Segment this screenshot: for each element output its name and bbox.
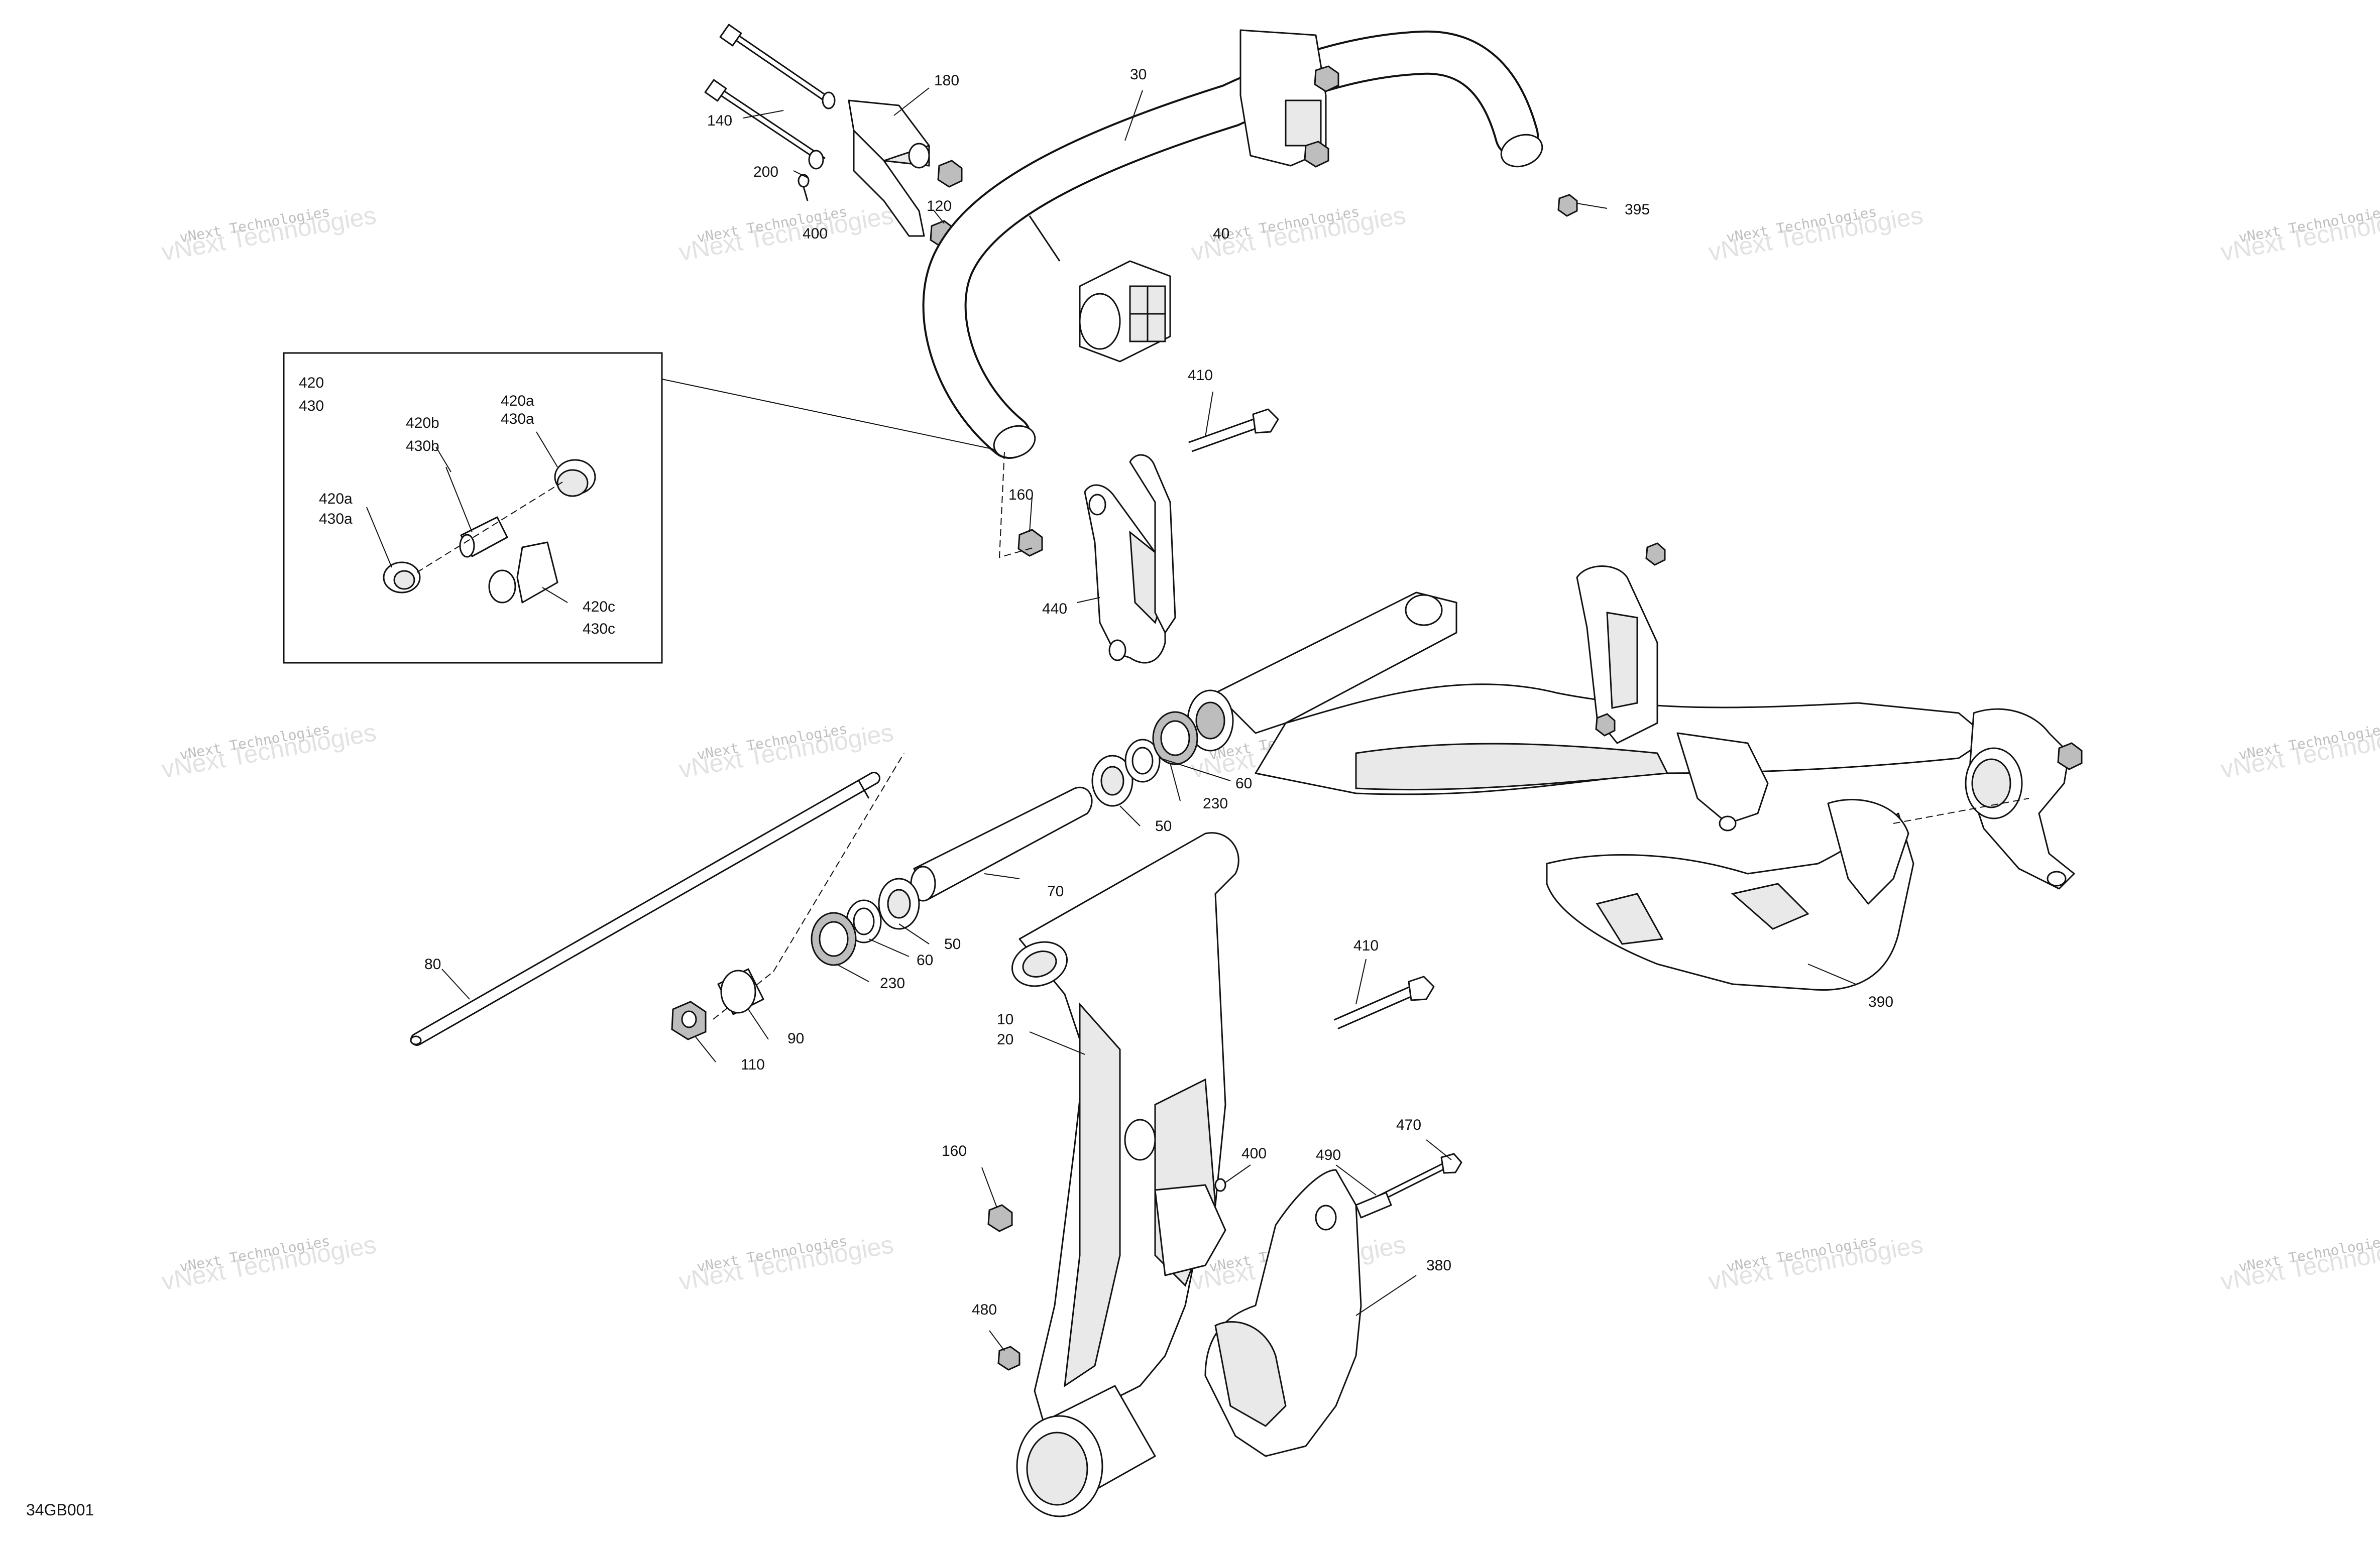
callout-80: 80 [424, 956, 441, 973]
guard-380 [1204, 1169, 1362, 1457]
bolt-410-upper [1188, 408, 1279, 452]
callout-430: 430 [299, 398, 324, 414]
leader-lines [366, 87, 1856, 1351]
callout-160-upper: 160 [1008, 487, 1034, 503]
callout-140: 140 [707, 112, 732, 129]
callout-410-lower: 410 [1353, 937, 1379, 954]
watermark: vNext Technologies vNext Technologies [2218, 201, 2380, 266]
callout-380: 380 [1426, 1257, 1451, 1274]
watermark: vNext Technologies vNext Technologies [2218, 718, 2380, 783]
watermark: vNext Technologies vNext Technologies [1706, 1230, 1925, 1295]
ball-joint-bracket [1676, 732, 1769, 832]
callout-230-lower: 230 [880, 975, 905, 992]
bolt-410-lower [1333, 976, 1435, 1030]
callout-430a-left: 430a [319, 511, 353, 527]
watermark: vNext Technologies vNext Technologies [159, 718, 378, 783]
stabilizer-bar-30 [922, 29, 1543, 459]
screw-400 [798, 174, 810, 201]
watermark: vNext Technologies vNext Technologies [2218, 1230, 2380, 1295]
callout-430c: 430c [583, 621, 615, 637]
bearing-50-right [1091, 755, 1134, 807]
bushing-40 [1079, 260, 1171, 363]
flanged-bushing-420a-right [554, 459, 596, 497]
bearing-50-left [878, 878, 920, 930]
callout-60-upper: 60 [1235, 775, 1252, 792]
callout-110: 110 [741, 1056, 765, 1073]
callout-200: 200 [753, 164, 778, 180]
callout-440: 440 [1042, 601, 1067, 617]
callout-40: 40 [1213, 225, 1229, 242]
callout-230-upper: 230 [1203, 795, 1228, 812]
knuckle [1965, 708, 2083, 890]
link-440 [1084, 454, 1176, 664]
callout-420c: 420c [583, 599, 615, 615]
watermark: vNext Technologies vNext Technologies [676, 201, 895, 266]
top-bolts-140 [704, 24, 836, 170]
tube-70 [910, 786, 1093, 902]
callout-20: 20 [997, 1031, 1013, 1048]
callout-490: 490 [1316, 1147, 1341, 1163]
nut-160-lower [987, 1204, 1013, 1232]
callout-420: 420 [299, 375, 324, 391]
seal-60-right [1124, 739, 1161, 783]
callout-430a-top: 430a [501, 411, 534, 427]
bracket-420c [488, 541, 558, 604]
watermark: vNext Technologies vNext Technologies [159, 201, 378, 266]
callout-390: 390 [1868, 994, 1893, 1010]
callout-400-lower: 400 [1241, 1145, 1267, 1162]
seal-230-left [811, 912, 857, 966]
nut-160-upper [1017, 529, 1043, 557]
watermark: vNext Technologies vNext Technologies [676, 1230, 895, 1295]
bolt-470-spacer-490 [1355, 1153, 1462, 1219]
callout-labels: 180 30 140 200 120 400 40 395 410 160 44… [299, 66, 1893, 1318]
nut-110 [671, 1001, 707, 1040]
callout-470: 470 [1396, 1117, 1421, 1133]
callout-480: 480 [972, 1301, 997, 1318]
screw-400-lower [1214, 1178, 1226, 1192]
bracket-180 [848, 99, 930, 237]
callout-420a-left: 420a [319, 491, 353, 507]
flanged-bushing-420a-left [383, 561, 421, 594]
callout-180: 180 [934, 72, 959, 89]
callout-70: 70 [1047, 883, 1064, 900]
watermark: vNext Technologies vNext Technologies [1706, 201, 1925, 266]
callout-420a-top: 420a [501, 393, 534, 409]
callout-400-top: 400 [803, 225, 828, 242]
callout-90: 90 [787, 1030, 804, 1047]
callout-10: 10 [997, 1011, 1013, 1028]
nut-480 [997, 1346, 1021, 1371]
spacer-90 [717, 968, 764, 1015]
callout-30: 30 [1130, 66, 1147, 83]
callout-160-lower: 160 [942, 1143, 967, 1159]
callout-60-lower: 60 [917, 952, 933, 969]
lower-arm-10-20 [1011, 832, 1239, 1517]
shock-mount-bracket [1576, 542, 1666, 744]
callout-395: 395 [1625, 201, 1650, 218]
callout-410-upper: 410 [1188, 367, 1213, 384]
callout-50-lower: 50 [944, 936, 961, 953]
seal-230-right [1152, 711, 1198, 765]
drawing-reference-code: 34GB001 [26, 1501, 94, 1519]
watermark: vNext Technologies vNext Technologies [159, 1230, 378, 1295]
callout-420b: 420b [406, 415, 439, 431]
callout-430b: 430b [406, 438, 439, 454]
callout-50-upper: 50 [1155, 818, 1172, 835]
inset-bushing-detail [283, 352, 995, 664]
shaft-80 [410, 772, 880, 1046]
screw-395 [1557, 194, 1578, 217]
watermark: vNext Technologies vNext Technologies [676, 718, 895, 783]
callout-120: 120 [927, 198, 952, 214]
guard-390 [1546, 799, 1914, 991]
